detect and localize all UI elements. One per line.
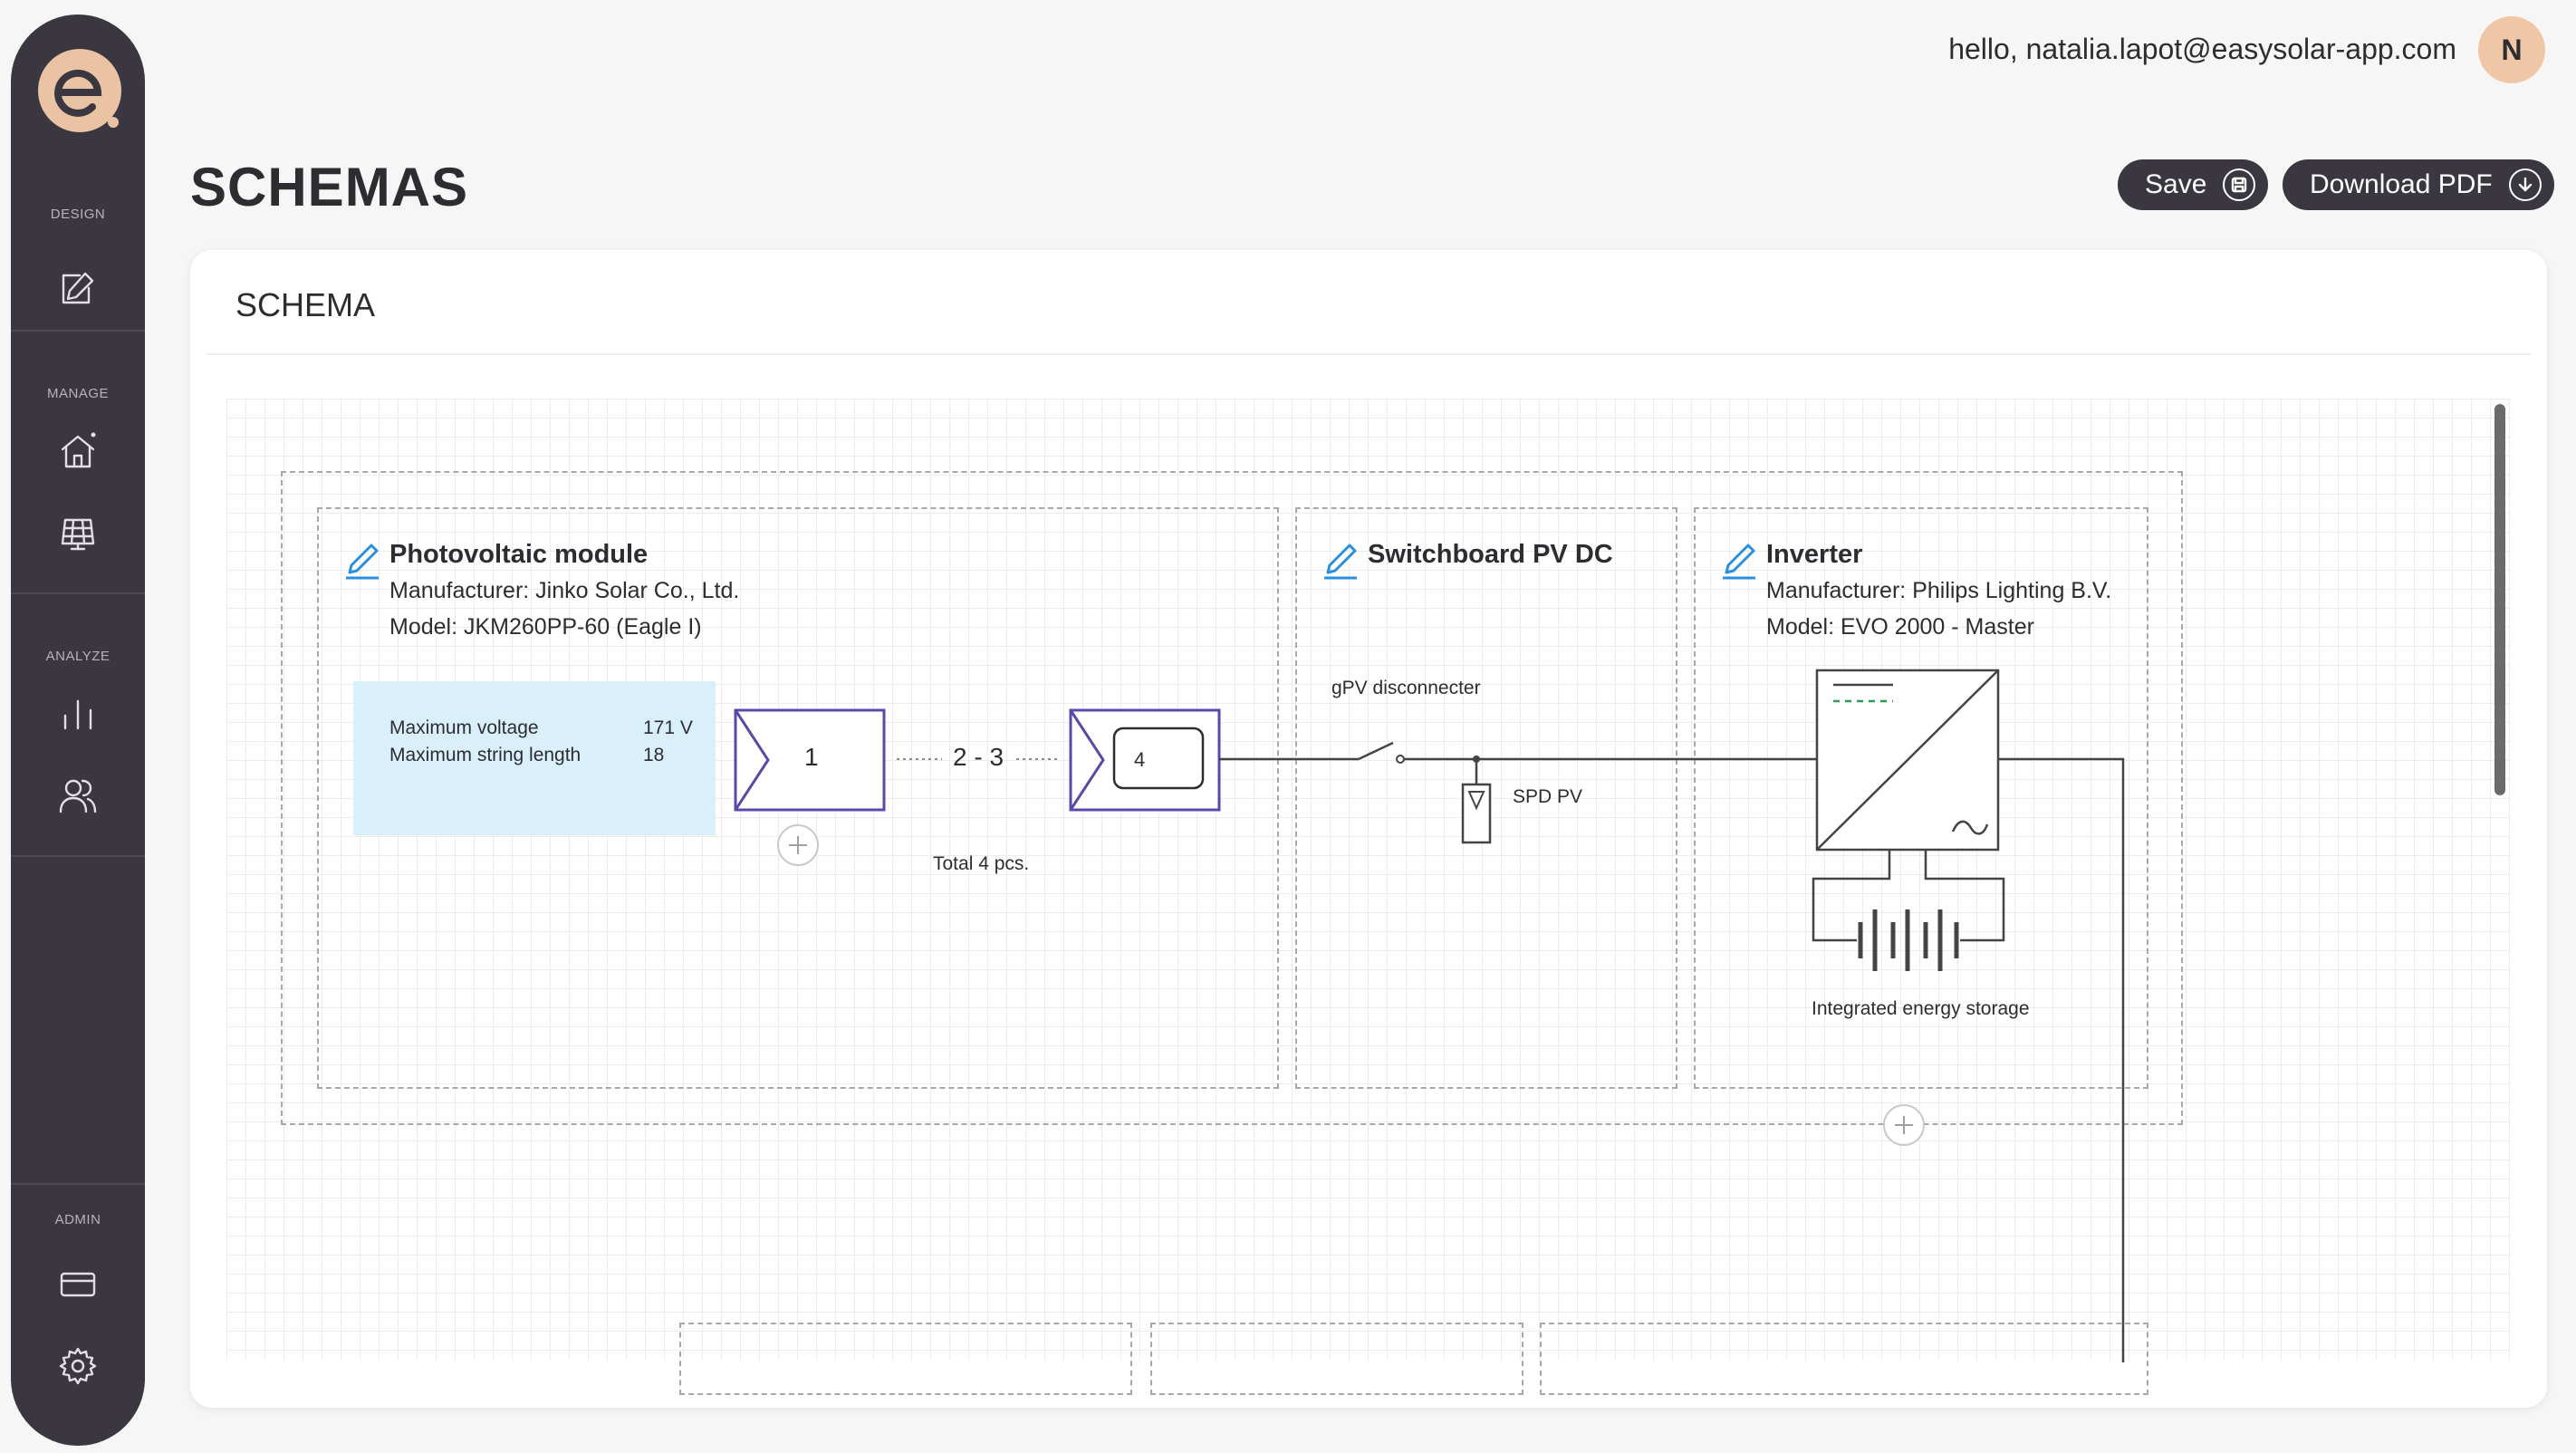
disconnecter-label: gPV disconnecter: [1331, 678, 1481, 698]
card-divider: [207, 353, 2531, 355]
home-icon[interactable]: [56, 429, 100, 473]
nav-divider: [11, 592, 145, 594]
users-icon[interactable]: [56, 774, 100, 817]
max-string-length-value: 18: [643, 745, 665, 765]
nav-section-admin: ADMIN: [54, 1212, 101, 1227]
storage-label: Integrated energy storage: [1812, 998, 2030, 1019]
switchboard-ac-block[interactable]: [1540, 1323, 2148, 1395]
main-switchboard-block[interactable]: [679, 1323, 1132, 1395]
nav-section-manage: MANAGE: [46, 386, 109, 401]
first-module-number: 1: [804, 743, 819, 771]
pv-module-model: Model: JKM260PP-60 (Eagle I): [389, 614, 702, 640]
module-range-label: 2 - 3: [953, 743, 1004, 771]
solar-panel-icon[interactable]: [56, 511, 100, 554]
switchboard-dc-block[interactable]: [1295, 507, 1677, 1089]
inverter-title: Inverter: [1766, 540, 1863, 569]
pv-module-title: Photovoltaic module: [389, 540, 649, 569]
inverter-block[interactable]: [1694, 507, 2148, 1089]
add-component-button[interactable]: [1883, 1104, 1925, 1146]
inverter-model: Model: EVO 2000 - Master: [1766, 614, 2034, 640]
nav-section-analyze: ANALYZE: [45, 649, 111, 664]
max-voltage-value: 171 V: [643, 717, 693, 738]
pv-module-block[interactable]: [317, 507, 1279, 1089]
download-arrow-icon: [2508, 168, 2542, 201]
nav-divider: [11, 1183, 145, 1185]
edit-pencil-icon[interactable]: [1322, 536, 1359, 580]
module-specs-box: [353, 681, 716, 835]
download-pdf-label: Download PDF: [2310, 169, 2493, 199]
page-title: SCHEMAS: [190, 157, 469, 217]
spd-label: SPD PV: [1513, 786, 1583, 807]
card-title: SCHEMA: [235, 286, 376, 323]
pv-module-manufacturer: Manufacturer: Jinko Solar Co., Ltd.: [389, 578, 740, 603]
module-total-label: Total 4 pcs.: [933, 853, 1030, 874]
edit-icon[interactable]: [56, 266, 100, 310]
save-button-label: Save: [2145, 169, 2207, 199]
download-pdf-button[interactable]: Download PDF: [2283, 159, 2554, 210]
switchboard-dc-title: Switchboard PV DC: [1368, 540, 1613, 569]
bar-chart-icon[interactable]: [56, 692, 100, 736]
battery-block[interactable]: [1150, 1323, 1523, 1395]
easysolar-logo[interactable]: [38, 49, 121, 132]
logo-dot: [108, 117, 119, 128]
nav-divider: [11, 330, 145, 332]
save-disk-icon: [2223, 168, 2256, 201]
settings-gear-icon[interactable]: [56, 1344, 100, 1388]
nav-section-design: DESIGN: [50, 207, 106, 222]
nav-divider: [11, 855, 145, 857]
edit-pencil-icon[interactable]: [344, 536, 380, 580]
pv-system-group: [281, 471, 2183, 1125]
credit-card-icon[interactable]: [56, 1263, 100, 1306]
last-module-number: 4: [1134, 748, 1146, 771]
sidebar: DESIGN MANAGE ANALYZE ADMIN: [11, 14, 145, 1446]
canvas-scrollbar[interactable]: [2494, 404, 2505, 795]
user-greeting: hello, natalia.lapot@easysolar-app.com: [1948, 33, 2456, 65]
max-string-length-label: Maximum string length: [389, 745, 582, 765]
inverter-manufacturer: Manufacturer: Philips Lighting B.V.: [1766, 578, 2112, 603]
max-voltage-label: Maximum voltage: [389, 717, 539, 738]
edit-pencil-icon[interactable]: [1721, 536, 1757, 580]
user-avatar[interactable]: N: [2478, 16, 2545, 83]
save-button[interactable]: Save: [2118, 159, 2269, 210]
schema-canvas[interactable]: [226, 399, 2511, 1361]
add-string-button[interactable]: [777, 824, 819, 866]
